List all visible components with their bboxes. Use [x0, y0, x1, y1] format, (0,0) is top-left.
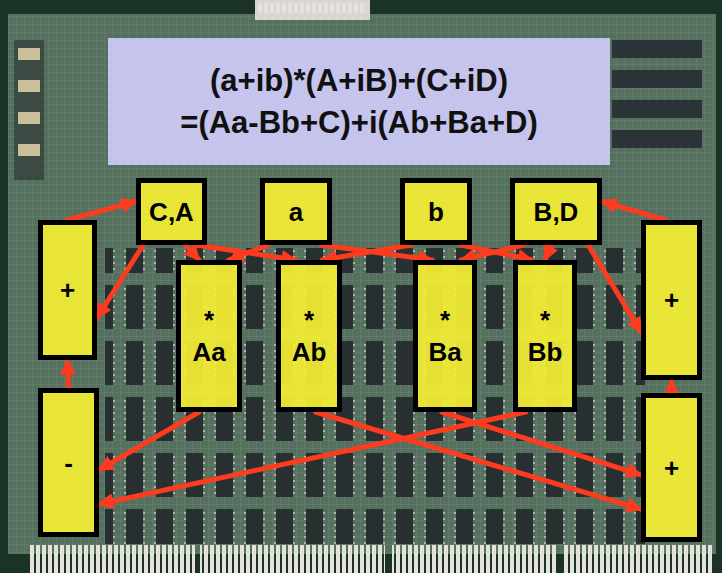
- component: [18, 144, 40, 156]
- register-box: B,D: [510, 178, 602, 245]
- node-text: Aa: [192, 336, 225, 368]
- component: [18, 80, 40, 92]
- arrow-connector: [602, 201, 665, 220]
- adder-box: +: [641, 220, 702, 380]
- adder-box: +: [641, 393, 702, 542]
- node-text: *: [540, 304, 550, 336]
- pcb: [8, 14, 716, 554]
- multiplier-box: *Aa: [176, 260, 242, 412]
- node-text: *: [204, 304, 214, 336]
- arrow-connector: [99, 412, 199, 470]
- arrow-connector: [97, 245, 143, 318]
- formula-box: (a+ib)*(A+iB)+(C+iD)=(Aa-Bb+C)+i(Ab+Ba+D…: [108, 38, 610, 165]
- component: [612, 40, 702, 58]
- adder-box: +: [38, 220, 97, 360]
- top-connector: [255, 0, 370, 20]
- multiplier-box: *Ab: [276, 260, 342, 412]
- node-text: C,A: [149, 196, 194, 228]
- arrow-connector: [461, 245, 532, 260]
- node-text: a: [289, 196, 303, 228]
- node-text: Bb: [528, 336, 563, 368]
- arrow-connector: [196, 245, 295, 260]
- register-box: a: [260, 178, 332, 245]
- node-text: *: [440, 304, 450, 336]
- top-connector-pins: [258, 3, 367, 13]
- component: [612, 130, 702, 148]
- register-box: C,A: [136, 178, 207, 245]
- register-box: b: [400, 178, 472, 245]
- node-text: Ab: [292, 336, 327, 368]
- node-text: b: [428, 196, 444, 228]
- node-text: Ba: [428, 336, 461, 368]
- arrow-connector: [442, 412, 641, 475]
- arrow-connector: [321, 245, 432, 260]
- component: [612, 70, 702, 88]
- chip-array: [105, 248, 645, 544]
- node-text: B,D: [534, 196, 579, 228]
- pcb-traces: [8, 14, 716, 554]
- arrow-connector: [669, 380, 674, 393]
- node-text: (a+ib)*(A+iB)+(C+iD): [210, 60, 508, 102]
- edge-connector: [30, 545, 195, 573]
- node-text: -: [64, 447, 73, 479]
- multiplier-box: *Ba: [413, 260, 477, 412]
- node-text: +: [664, 284, 679, 316]
- component-strip: [14, 40, 44, 180]
- component: [18, 48, 40, 60]
- arrow-connector: [588, 245, 641, 332]
- node-text: +: [664, 452, 679, 484]
- edge-connector: [200, 545, 385, 573]
- edge-connector: [392, 545, 557, 573]
- arrow-connector: [229, 245, 269, 260]
- arrow-connector: [461, 245, 524, 260]
- arrow-connector: [68, 360, 69, 388]
- multiplier-box: *Bb: [513, 260, 577, 412]
- arrow-connector: [68, 201, 137, 220]
- node-text: +: [60, 274, 75, 306]
- node-text: =(Aa-Bb+C)+i(Ab+Ba+D): [180, 102, 537, 144]
- arrow-connector: [545, 245, 551, 260]
- subtractor-box: -: [38, 388, 99, 537]
- edge-connector: [562, 545, 712, 573]
- arrow-connector: [316, 412, 641, 509]
- component: [612, 100, 702, 118]
- arrow-connector: [322, 245, 411, 260]
- component: [18, 112, 40, 124]
- node-text: *: [304, 304, 314, 336]
